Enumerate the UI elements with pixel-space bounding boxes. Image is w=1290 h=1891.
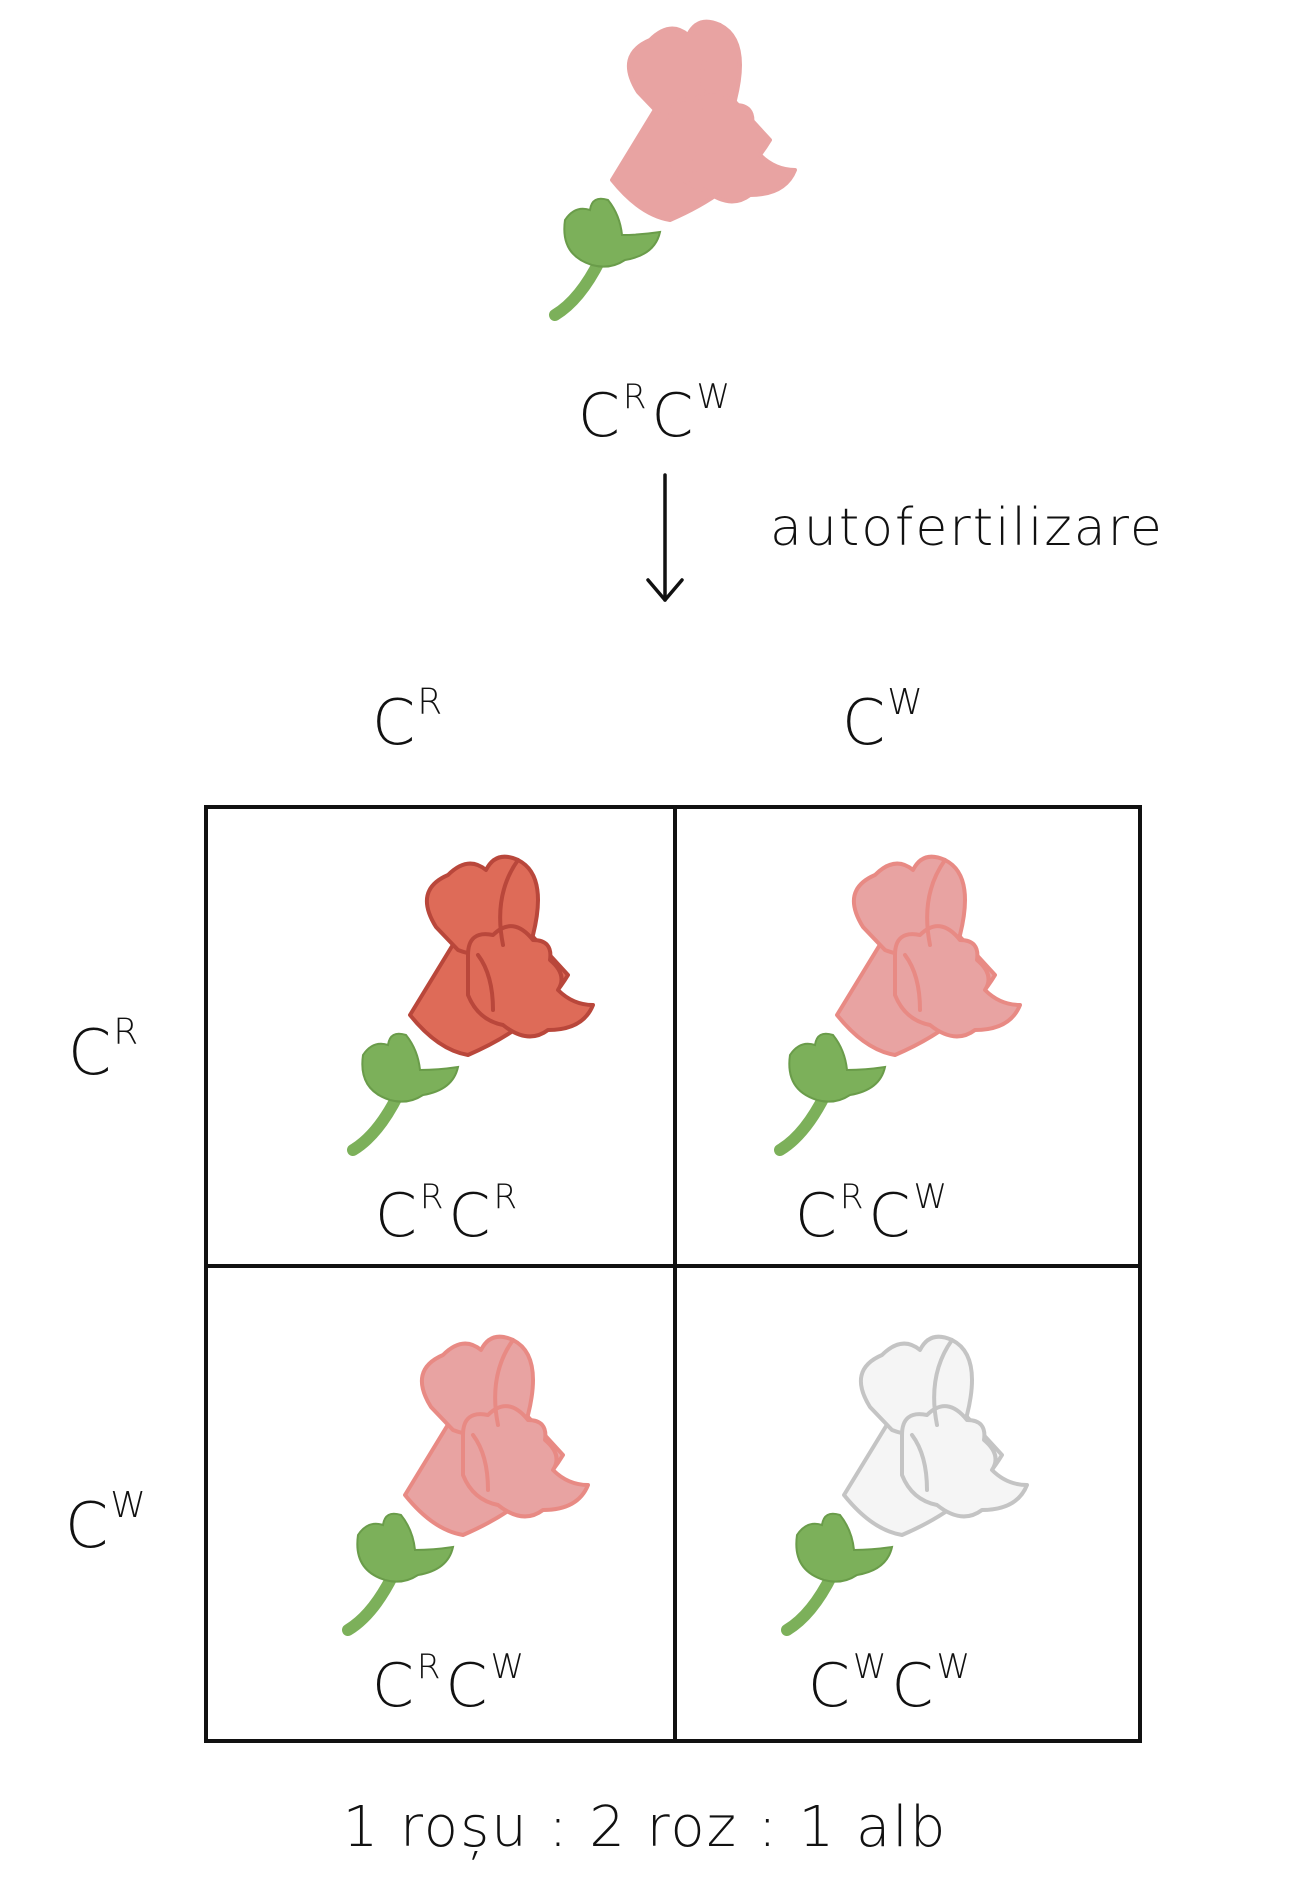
cell-genotype-ww: CWCW [808,1647,972,1721]
flower-stem [347,1032,460,1156]
cell-flower-rw-1 [774,854,1022,1156]
gamete-top-1: CR [372,682,443,759]
flower-stem [342,1512,455,1636]
down-arrow-icon [646,473,684,602]
cell-genotype-rw-1: CRCW [795,1177,949,1251]
cell-genotype-rr: CRCR [375,1177,519,1251]
parent-flower [549,19,797,321]
cell-flower-rr [347,854,595,1156]
gamete-top-2: CW [842,682,923,759]
punnett-square [204,805,1142,1743]
flower-petals [842,1334,1029,1537]
flower-stem [549,197,662,321]
gamete-left-1: CR [68,1012,139,1089]
flower-petals [835,854,1022,1057]
parent-genotype: CRCW [578,377,732,451]
cell-flower-rw-2 [342,1334,590,1636]
gamete-left-2: CW [65,1485,146,1562]
flower-petals [403,1334,590,1537]
flower-petals [408,854,595,1057]
process-label: autofertilizare [770,498,1164,558]
flower-petals [610,19,797,222]
cell-flower-ww [781,1334,1029,1636]
grid-divider-vertical [673,809,677,1739]
grid-divider-horizontal [208,1264,1138,1268]
cell-genotype-rw-2: CRCW [372,1647,526,1721]
phenotype-ratio: 1 roșu : 2 roz : 1 alb [342,1795,948,1860]
flower-stem [774,1032,887,1156]
flower-stem [781,1512,894,1636]
